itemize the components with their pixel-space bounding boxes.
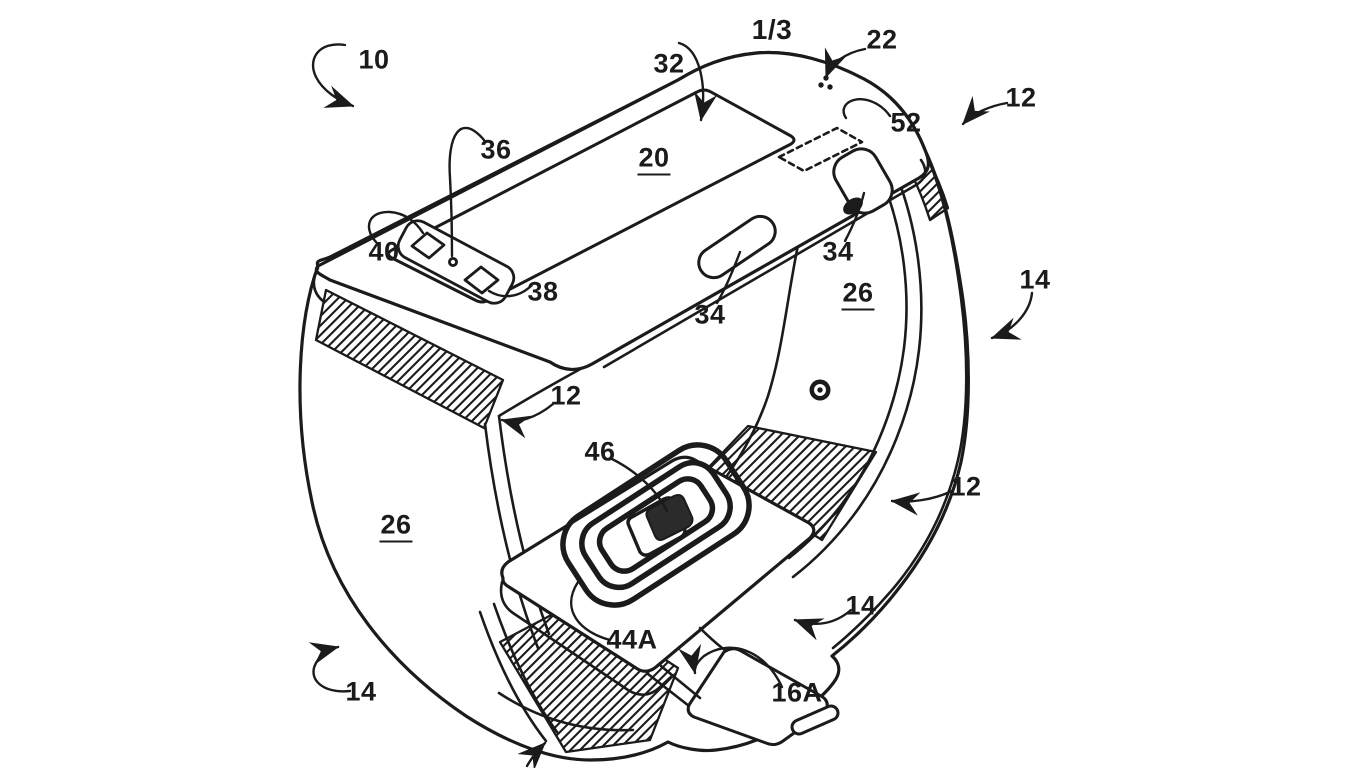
leader-12-top-right	[961, 95, 1009, 126]
ref-label-46: 46	[584, 436, 616, 467]
flap-hinge-line-3	[698, 626, 728, 653]
leader-12-middle	[500, 402, 555, 439]
flap-tab-fill	[793, 707, 837, 733]
leader-bottom-edge-arrow	[517, 741, 547, 768]
leader-12-right-lower	[890, 489, 954, 516]
band-end-flap	[646, 626, 840, 747]
side-buttons	[697, 147, 894, 280]
leader-44A	[570, 580, 612, 642]
haptic-zone-dashed-outline	[777, 126, 864, 173]
band-fastener	[809, 379, 831, 401]
sensor-window-left	[410, 231, 446, 260]
microphone-dots	[818, 75, 833, 90]
ref-label-14-mid: 14	[845, 590, 877, 621]
leader-40	[367, 210, 425, 244]
flap-hinge-line-1	[646, 672, 691, 708]
ref-label-14-right: 14	[1019, 264, 1051, 295]
sensor-ring-outer	[560, 442, 752, 608]
leader-14-bottom-left	[308, 642, 352, 693]
leader-14-right-top	[990, 291, 1034, 340]
ref-label-32: 32	[653, 48, 685, 79]
ref-label-12-top: 12	[1005, 82, 1037, 113]
sensor-ring-middle	[579, 459, 733, 591]
ref-label-12-lower: 12	[950, 471, 982, 502]
right-band-outer-parallel	[831, 150, 968, 650]
hatched-band-segments	[314, 123, 950, 754]
module-left-cap-edge	[312, 266, 325, 303]
ref-label-34-right: 34	[822, 236, 854, 267]
leader-46	[610, 457, 669, 513]
display-screen	[387, 88, 796, 304]
sensor-key-block	[645, 494, 694, 541]
leader-10	[311, 43, 355, 108]
hatch-left-strip	[314, 288, 505, 430]
leader-16A	[678, 643, 784, 689]
sensor-aperture-center	[450, 259, 456, 265]
band-terminus-edge-1	[478, 610, 548, 743]
sensor-window-right	[463, 265, 500, 295]
sheet-indicator: 1/3	[751, 14, 793, 45]
ref-label-14-left: 14	[345, 676, 377, 707]
leader-52	[842, 98, 892, 120]
clasp-module	[499, 442, 816, 698]
ref-label-26-right: 26	[841, 279, 875, 311]
flap-hinge-line-2	[659, 664, 702, 700]
ref-label-34-left: 34	[694, 299, 726, 330]
ref-label-52: 52	[890, 107, 922, 138]
leader-38	[487, 284, 533, 298]
leader-22	[824, 47, 867, 79]
left-inner-top-connector	[497, 365, 586, 418]
left-inner-edge-2	[483, 422, 540, 650]
ref-label-26-left: 26	[379, 511, 413, 543]
ref-label-10: 10	[358, 44, 390, 75]
leader-14-bottom-mid	[793, 608, 853, 641]
side-button-left	[697, 214, 777, 280]
right-band-inner-edge-1	[791, 174, 923, 579]
ref-label-44A: 44A	[606, 624, 658, 655]
ref-label-38: 38	[527, 276, 559, 307]
leader-32	[677, 41, 718, 122]
display-module	[312, 50, 930, 371]
leader-lines	[308, 41, 1034, 768]
sensor-strip	[396, 219, 516, 305]
ref-label-16A: 16A	[771, 677, 823, 708]
module-thickness-edge	[602, 158, 927, 369]
ref-label-12-middle: 12	[550, 380, 582, 411]
side-button-right	[832, 147, 894, 215]
ref-label-40: 40	[368, 236, 400, 267]
ref-label-20: 20	[637, 144, 671, 176]
ref-label-22: 22	[866, 24, 898, 55]
leader-34-left	[715, 250, 742, 305]
leader-36	[448, 126, 486, 258]
fastener-core	[817, 387, 823, 393]
leader-34-right	[843, 191, 866, 243]
ref-label-36: 36	[480, 134, 512, 165]
clasp-thickness-edge	[499, 580, 674, 696]
